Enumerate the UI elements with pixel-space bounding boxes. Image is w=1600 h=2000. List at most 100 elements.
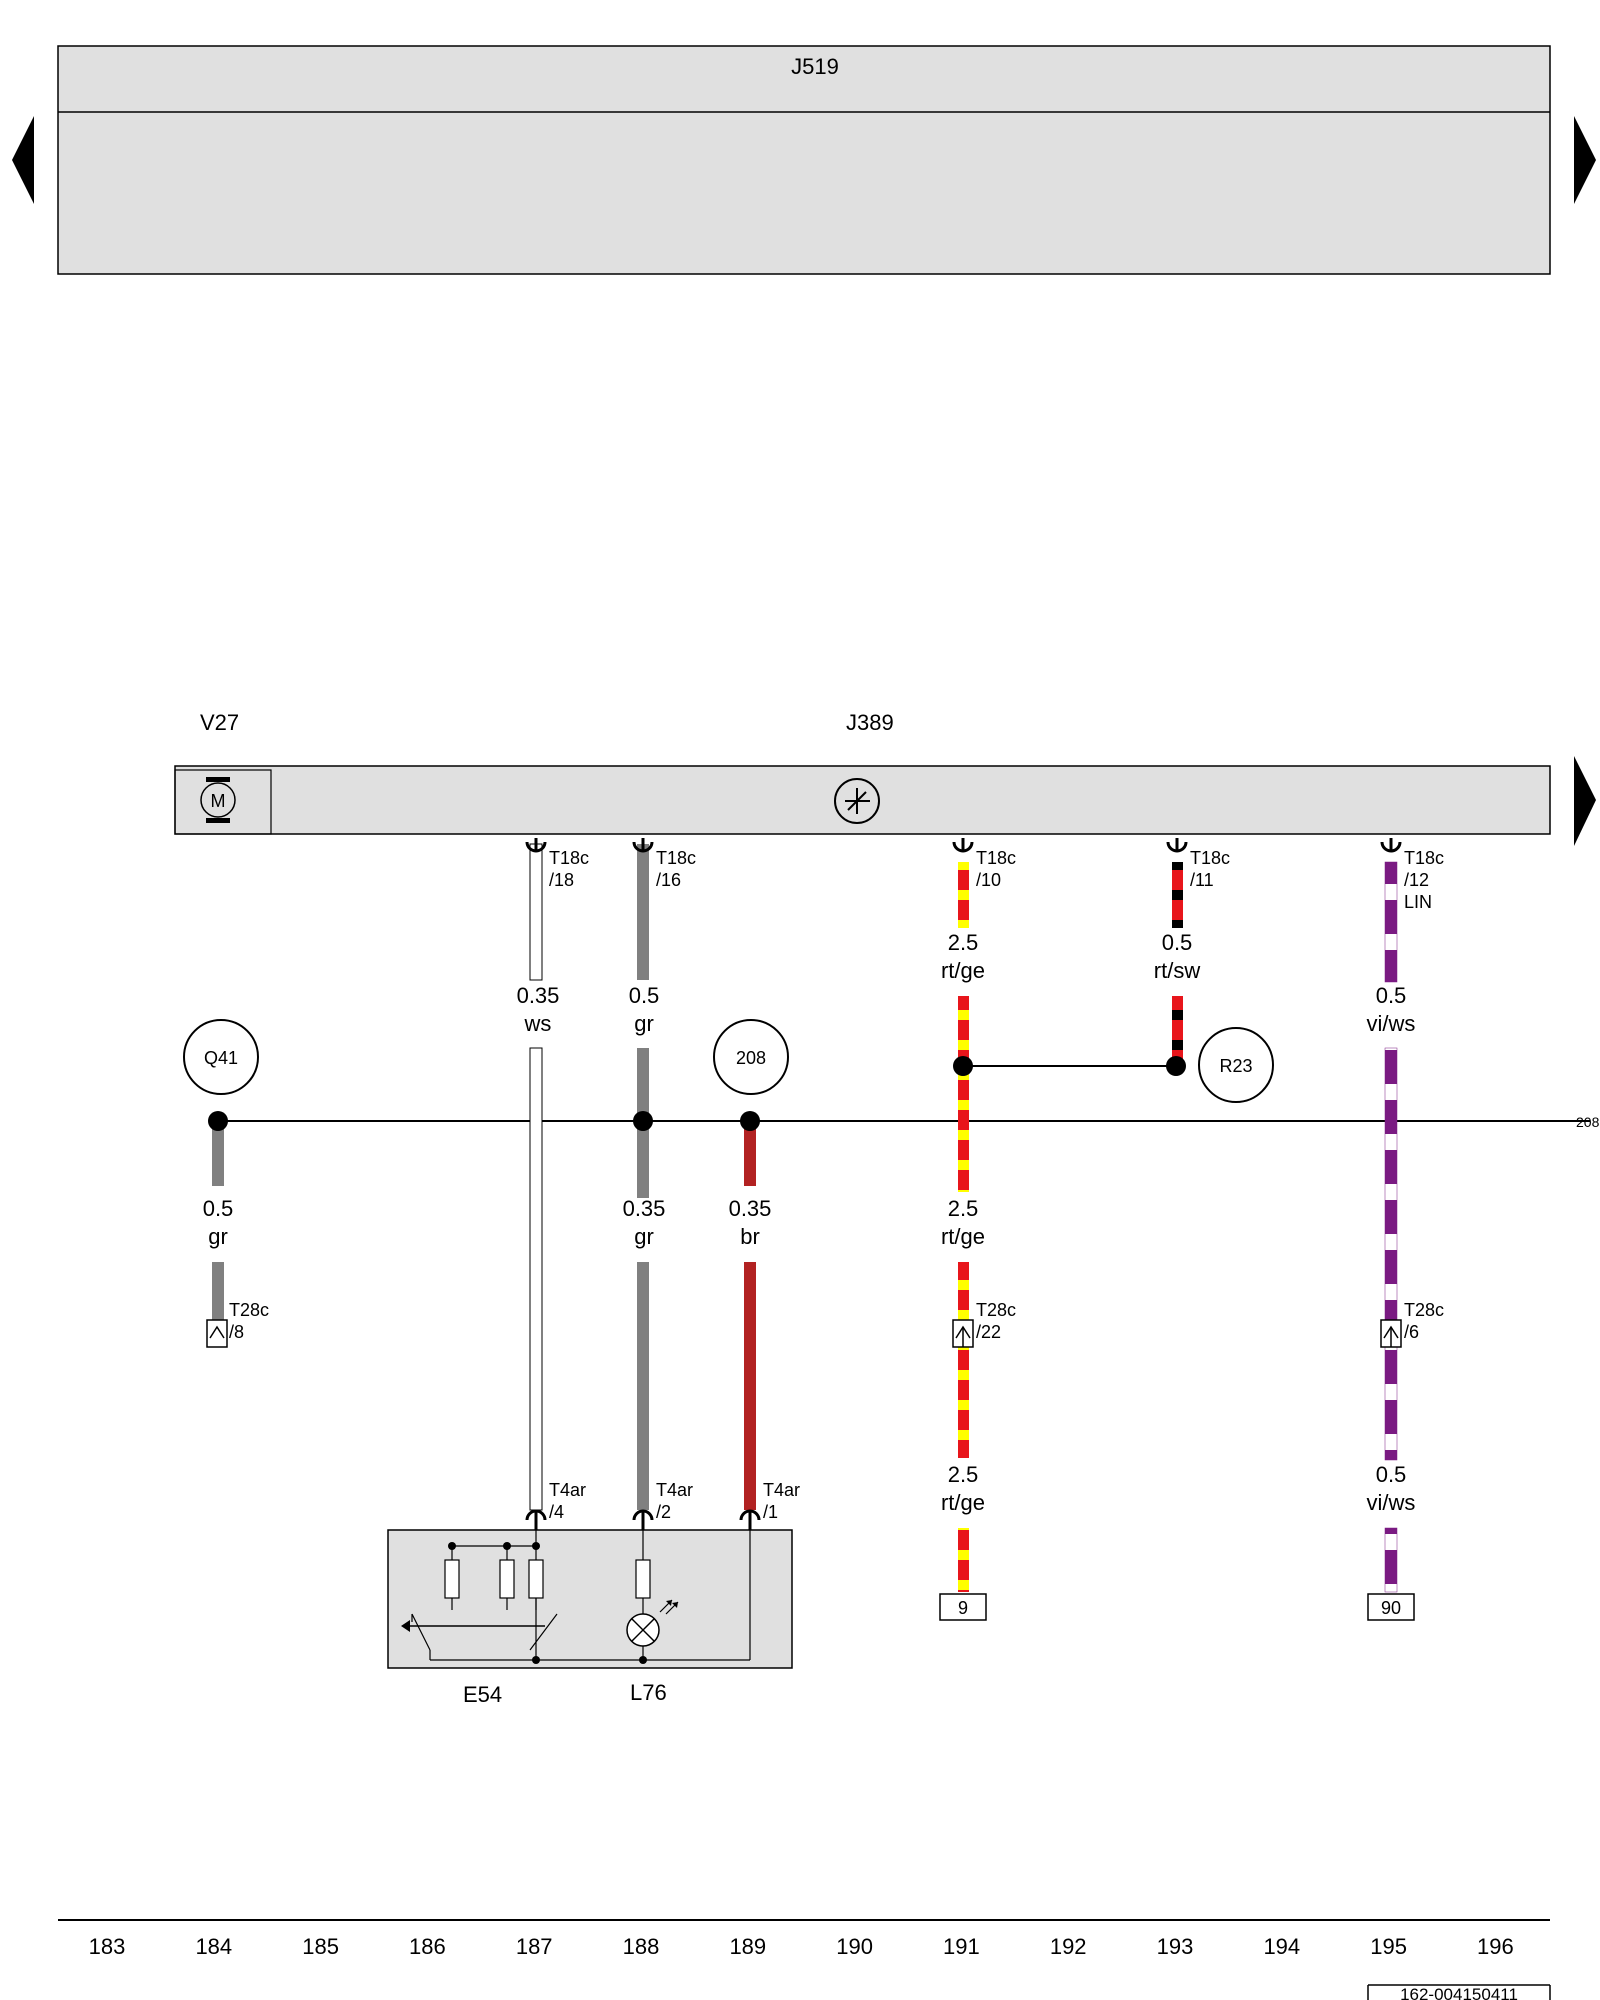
column-number: 183	[89, 1934, 126, 1959]
pin-label: /8	[229, 1322, 244, 1342]
connector-pins-bottom	[525, 1509, 761, 1530]
ground-ref-label: 208	[1576, 1114, 1600, 1130]
wire-color: vi/ws	[1367, 1011, 1416, 1036]
page-forward-arrow-icon-2[interactable]	[1574, 756, 1596, 846]
wire-color: rt/ge	[941, 1224, 985, 1249]
resistor-icon	[499, 1559, 515, 1599]
wire-189-bottom	[744, 1262, 756, 1510]
column-number: 195	[1370, 1934, 1407, 1959]
resistor-icon	[444, 1559, 460, 1599]
ground-ref-208-label: 208	[736, 1048, 766, 1068]
ref-box-label: 9	[958, 1598, 968, 1618]
ref-box-9[interactable]: 9	[939, 1593, 987, 1621]
wire-size: 0.5	[1376, 983, 1407, 1008]
wire-191-a	[958, 862, 969, 928]
pin-label: /18	[549, 870, 574, 890]
connector-label: T4ar	[656, 1480, 693, 1500]
wire-189-top	[744, 1128, 756, 1186]
wire-191-c	[958, 1262, 969, 1458]
wire-size: 0.35	[623, 1196, 666, 1221]
column-number: 194	[1263, 1934, 1300, 1959]
component-label-e54: E54	[463, 1682, 502, 1707]
connector-t28c-191: T28c /22	[952, 1300, 1016, 1348]
junction-dot	[1166, 1056, 1186, 1076]
connector-label: T18c	[549, 848, 589, 868]
svg-text:M: M	[211, 791, 226, 811]
wire-color: ws	[524, 1011, 552, 1036]
column-number: 189	[729, 1934, 766, 1959]
ground-ref-circle-q41[interactable]	[183, 1019, 259, 1095]
wire-size: 2.5	[948, 1196, 979, 1221]
wire-188-top	[637, 844, 649, 980]
connector-label: T28c	[976, 1300, 1016, 1320]
wire-195-a	[1384, 861, 1398, 983]
column-number: 190	[836, 1934, 873, 1959]
ref-box-90[interactable]: 90	[1367, 1593, 1415, 1621]
wire-color: br	[740, 1224, 760, 1249]
column-number: 186	[409, 1934, 446, 1959]
resistor-icon	[528, 1559, 544, 1599]
wire-labels: 0.35 ws 0.5 gr 0.5 gr 0.35 gr 0.35 br 2.…	[203, 930, 1416, 1515]
wire-187-bottom	[529, 1047, 543, 1511]
resistor-icon	[635, 1559, 651, 1599]
page-back-arrow-icon[interactable]	[12, 116, 34, 204]
wire-195-b	[1384, 1047, 1398, 1461]
wire-187-top	[529, 843, 543, 981]
top-module-j519: J519	[57, 45, 1551, 275]
doc-id: 162-004150411	[1400, 1985, 1518, 2000]
component-label-l76: L76	[630, 1680, 667, 1705]
doc-id-box: 162-004150411	[1367, 1984, 1551, 2000]
module-label-v27: V27	[200, 710, 239, 735]
wire-size: 2.5	[948, 1462, 979, 1487]
connector-label: T4ar	[763, 1480, 800, 1500]
ref-box-label: 90	[1381, 1598, 1401, 1618]
splice-ref-circle-r23[interactable]	[1198, 1027, 1274, 1103]
pin-label: /1	[763, 1502, 778, 1522]
pin-label: /10	[976, 870, 1001, 890]
connector-pins-top	[525, 838, 1402, 853]
motor-icon	[200, 782, 236, 818]
wire-188-bottom	[637, 1262, 649, 1510]
wire-color: gr	[634, 1011, 654, 1036]
junction-dot	[953, 1056, 973, 1076]
pin-label: /16	[656, 870, 681, 890]
splice-r23-label: R23	[1219, 1056, 1252, 1076]
wire-size: 0.35	[729, 1196, 772, 1221]
module-label-j389: J389	[846, 710, 894, 735]
page-forward-arrow-icon[interactable]	[1574, 116, 1596, 204]
pin-label: /12	[1404, 870, 1429, 890]
column-number: 192	[1050, 1934, 1087, 1959]
connector-t28c-195: T28c /6	[1380, 1300, 1444, 1348]
wire-184-top	[212, 1128, 224, 1186]
wire-193-a	[1172, 862, 1183, 928]
pin-label: /11	[1190, 870, 1214, 890]
wire-184-bottom	[212, 1262, 224, 1320]
wire-color: rt/sw	[1154, 958, 1201, 983]
connector-t28c-184: T28c /8	[206, 1300, 269, 1348]
wire-191-b	[958, 996, 969, 1192]
pin-label: /22	[976, 1322, 1001, 1342]
wire-color: gr	[208, 1224, 228, 1249]
pin-label: /4	[549, 1502, 564, 1522]
wire-size: 0.5	[629, 983, 660, 1008]
ground-ref-circle-208[interactable]	[713, 1019, 789, 1095]
wire-size: 2.5	[948, 930, 979, 955]
wire-size: 0.35	[517, 983, 560, 1008]
pin-label: /6	[1404, 1322, 1419, 1342]
wire-size: 0.5	[1376, 1462, 1407, 1487]
column-number: 185	[302, 1934, 339, 1959]
control-unit-icon	[834, 778, 880, 824]
connector-label: T18c	[656, 848, 696, 868]
wire-color: vi/ws	[1367, 1490, 1416, 1515]
junction-dot	[633, 1111, 653, 1131]
connector-label: T18c	[976, 848, 1016, 868]
junction-dot	[208, 1111, 228, 1131]
wire-193-b	[1172, 996, 1183, 1062]
connector-label: T4ar	[549, 1480, 586, 1500]
connector-label: T18c	[1190, 848, 1230, 868]
connector-label: T28c	[1404, 1300, 1444, 1320]
switch-module-e54: E54 L76	[387, 1529, 793, 1707]
module-label-j519: J519	[791, 54, 839, 79]
